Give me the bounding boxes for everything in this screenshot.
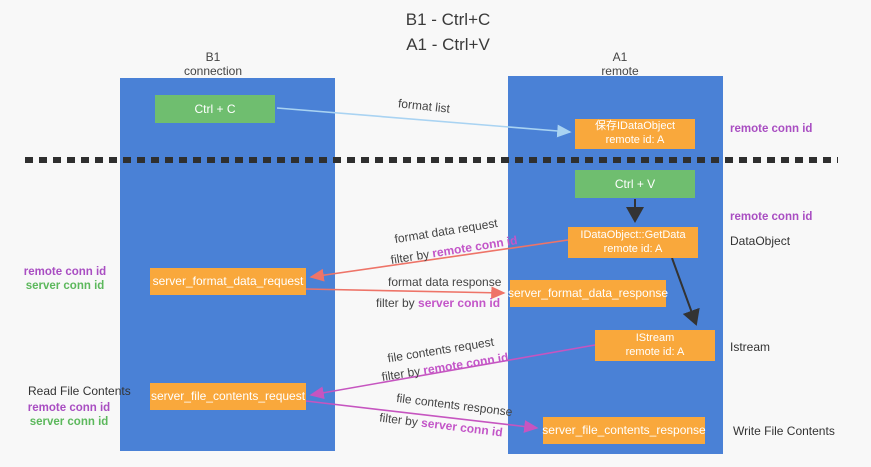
lane-right-name: A1: [612, 50, 628, 64]
title-line-1: B1 - Ctrl+C: [405, 10, 491, 29]
node-ctrl-v-label: Ctrl + V: [614, 176, 656, 191]
left-conn-id-group-2: remote conn id server conn id: [24, 401, 114, 430]
node-getdata-line1: IDataObject::GetData: [580, 228, 686, 241]
label-server-conn-id-left-1: server conn id: [25, 280, 105, 293]
left-conn-id-group-1: remote conn id server conn id: [20, 265, 110, 294]
node-getdata-line2: remote id: A: [603, 242, 663, 255]
filter-key-server-conn-id: server conn id: [420, 415, 504, 440]
edge-label-format-data-response-filter: filter by server conn id: [376, 296, 500, 310]
lane-header-left: B1 connection: [153, 50, 273, 79]
node-saved-dataobject-line2: remote id: A: [605, 134, 665, 146]
label-istream: Istream: [730, 340, 771, 354]
filter-by-text: filter by: [389, 247, 431, 267]
label-remote-conn-id-mid: remote conn id: [730, 211, 813, 223]
lane-header-right: A1 remote: [560, 50, 680, 79]
node-ctrl-c: Ctrl + C: [155, 95, 275, 123]
edge-label-format-data-response: format data response: [388, 275, 502, 289]
filter-by-text: filter by: [378, 410, 419, 430]
node-server-file-contents-request: server_file_contents_request: [150, 383, 306, 410]
edge-label-format-list: format list: [397, 96, 451, 116]
label-remote-conn-id-left-2: remote conn id: [27, 402, 111, 414]
filter-key-server-conn-id: server conn id: [418, 296, 501, 310]
filter-by-text: filter by: [380, 364, 422, 384]
label-dataobject: DataObject: [730, 234, 791, 248]
node-server-file-contents-response-label: server_file_contents_response: [542, 423, 706, 437]
node-saved-dataobject-line1: 保存IDataObject: [594, 120, 676, 133]
lane-right-role: remote: [601, 64, 639, 79]
node-istream: IStream remote id: A: [595, 330, 715, 361]
label-write-file-contents: Write File Contents: [733, 424, 835, 438]
node-server-format-data-request-label: server_format_data_request: [152, 274, 304, 288]
arrow-format-data-response: [305, 286, 506, 300]
node-server-file-contents-request-label: server_file_contents_request: [150, 389, 306, 403]
node-idataobject-getdata: IDataObject::GetData remote id: A: [568, 227, 698, 258]
node-server-format-data-response-label: server_format_data_response: [507, 286, 669, 300]
node-istream-line2: remote id: A: [625, 345, 685, 358]
lane-left-name: B1: [205, 50, 221, 64]
filter-by-text: filter by: [376, 296, 415, 310]
node-server-file-contents-response: server_file_contents_response: [542, 417, 706, 444]
diagram-title: B1 - Ctrl+C A1 - Ctrl+V: [406, 8, 491, 57]
label-remote-conn-id-left-1: remote conn id: [23, 266, 107, 278]
node-istream-line1: IStream: [635, 331, 675, 344]
node-server-format-data-request: server_format_data_request: [150, 268, 306, 295]
lane-left-role: connection: [183, 64, 243, 79]
node-server-format-data-response: server_format_data_response: [507, 280, 669, 307]
label-remote-conn-id-top: remote conn id: [730, 123, 813, 135]
label-read-file-contents: Read File Contents: [28, 384, 131, 398]
title-line-2: A1 - Ctrl+V: [406, 34, 490, 54]
node-ctrl-c-label: Ctrl + C: [194, 101, 236, 116]
node-ctrl-v: Ctrl + V: [575, 170, 695, 198]
node-saved-dataobject: 保存IDataObject remote id: A: [575, 119, 695, 149]
dashed-separator-line: [25, 157, 838, 163]
label-server-conn-id-left-2: server conn id: [29, 416, 109, 429]
